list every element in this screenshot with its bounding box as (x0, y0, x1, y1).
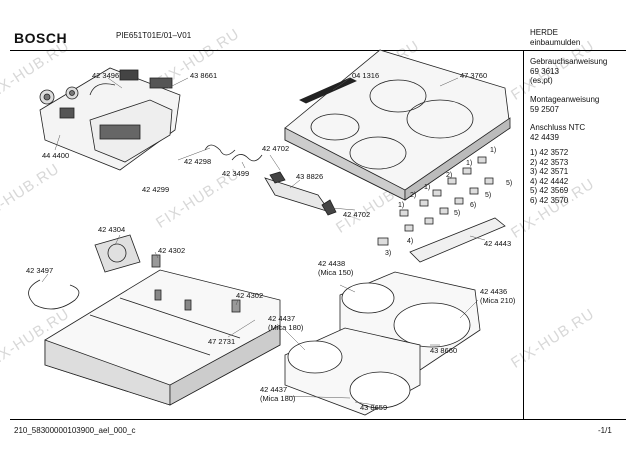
connector-strip (409, 217, 506, 263)
part-label: 47 2731 (208, 337, 236, 346)
category-line-2: einbaumulden (530, 38, 581, 47)
part-number: 42 4437 (260, 385, 288, 394)
part-label: 42 4298 (184, 157, 212, 166)
category-label: HERDE einbaumulden (530, 28, 580, 48)
part-label: 44 4400 (42, 151, 70, 160)
part-label: 42 4302 (158, 246, 186, 255)
callout-number: 1) (424, 184, 431, 191)
control-board (39, 67, 263, 171)
switch-caps (377, 156, 494, 246)
callout-number: 5) (485, 192, 492, 199)
small-component (151, 254, 161, 268)
mounting-number: 59 2507 (530, 104, 559, 114)
legend-item: 4) 42 4442 (530, 176, 569, 186)
glass-ceramic-top (284, 49, 511, 201)
part-label: 43 8660 (430, 346, 458, 355)
part-note: (Mica 180) (260, 393, 296, 403)
part-label: 42 4437 (Mica 180) (260, 385, 296, 403)
legend-item: 6) 42 3570 (530, 195, 569, 205)
part-label: 42 4299 (142, 185, 170, 194)
mounting-block: Montageanweisung 59 2507 (530, 95, 599, 114)
callout-number: 2) (410, 192, 417, 199)
footer-divider (10, 419, 626, 420)
part-label: 42 4702 (262, 144, 290, 153)
callout-number: 5) (506, 180, 513, 187)
callout-number: 1) (466, 160, 473, 167)
header-divider (10, 50, 626, 51)
manual-language: (es,pt) (530, 76, 553, 85)
part-label: 42 4438 (Mica 150) (318, 259, 354, 277)
manual-number: 69 3613 (530, 66, 559, 76)
callout-number: 2) (446, 172, 453, 179)
model-number: PIE651T01E/01–V01 (116, 31, 192, 40)
brand-logo: BOSCH (14, 30, 68, 46)
page-number: -1/1 (598, 426, 612, 435)
part-label: 42 4702 (343, 210, 371, 219)
mounting-title: Montageanweisung (530, 95, 600, 104)
legend-item: 5) 42 3569 (530, 186, 569, 196)
document-code: 210_58300000103900_ael_000_c (14, 426, 136, 435)
callout-number: 1) (398, 202, 405, 209)
part-label: 04 1316 (352, 71, 380, 80)
part-note: (Mica 210) (480, 295, 516, 305)
part-label: 43 8661 (190, 71, 218, 80)
callout-number: 1) (490, 147, 497, 154)
part-label: 42 3497 (26, 266, 54, 275)
part-label: 42 4443 (484, 239, 512, 248)
part-number: 42 4436 (480, 287, 508, 296)
part-note: (Mica 150) (318, 267, 354, 277)
heating-elements (284, 271, 481, 416)
small-component (231, 299, 241, 313)
legend-item: 1) 42 3572 (530, 148, 569, 157)
part-label: 42 4302 (236, 291, 264, 300)
part-label: 42 3496 (92, 71, 120, 80)
part-label: 43 8826 (296, 172, 324, 181)
category-line-1: HERDE (530, 28, 559, 37)
part-label: 42 3499 (222, 169, 250, 178)
ntc-block: Anschluss NTC 42 4439 (530, 123, 585, 142)
sidebar-divider (523, 50, 524, 419)
part-note: (Mica 180) (268, 322, 304, 332)
callout-number: 5) (454, 210, 461, 217)
legend-item: 3) 42 3571 (530, 167, 569, 177)
leader-lines (41, 77, 486, 406)
ntc-title: Anschluss NTC (530, 123, 586, 132)
part-label: 42 4437 (Mica 180) (268, 314, 304, 332)
part-label: 42 4436 (Mica 210) (480, 287, 516, 305)
callout-number: 3) (385, 250, 392, 257)
callout-number: 4) (407, 238, 414, 245)
part-label: 43 8659 (360, 403, 388, 412)
part-number: 42 4437 (268, 314, 296, 323)
part-label: 47 3760 (460, 71, 488, 80)
callout-number: 6) (470, 202, 477, 209)
part-label: 42 4304 (98, 225, 126, 234)
ntc-number: 42 4439 (530, 132, 559, 142)
callout-legend: 1) 42 3572 2) 42 3573 3) 42 3571 4) 42 4… (530, 148, 568, 206)
legend-item: 2) 42 3573 (530, 157, 569, 167)
manual-block: Gebrauchsanweisung 69 3613 (es,pt) (530, 57, 607, 86)
housing-tray (44, 269, 281, 406)
part-number: 42 4438 (318, 259, 346, 268)
manual-title: Gebrauchsanweisung (530, 57, 608, 66)
touch-control-strip (264, 171, 337, 216)
